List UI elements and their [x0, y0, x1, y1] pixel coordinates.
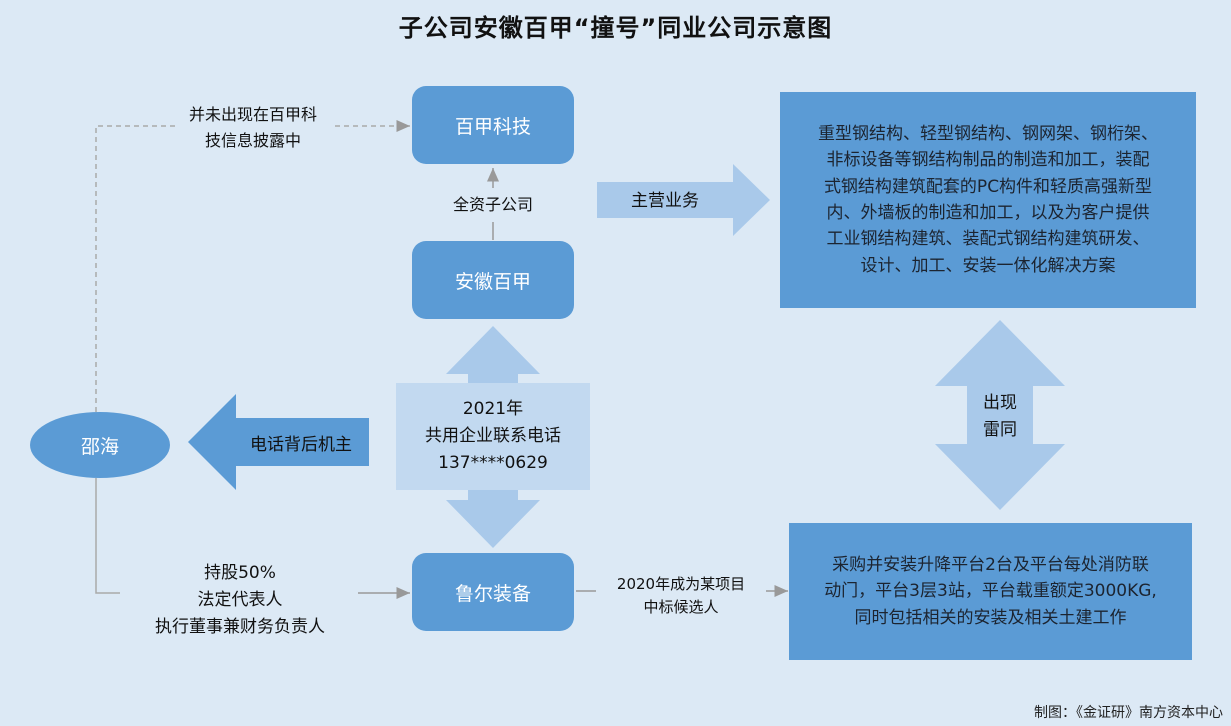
shared-phone-year: 2021年	[462, 398, 524, 419]
shared-phone-number: 137****0629	[438, 453, 548, 474]
node-luer-equipment: 鲁尔装备	[412, 553, 574, 631]
shared-phone-desc: 共用企业联系电话	[425, 425, 561, 446]
main-business-label: 主营业务	[631, 191, 699, 211]
phone-owner-arrow	[188, 394, 369, 490]
credit-text: 制图：《金证研》南方资本中心	[1034, 705, 1223, 721]
node-anhui-baijia: 安徽百甲	[412, 241, 574, 319]
bid-label: 2020年成为某项目 中标候选人	[596, 573, 766, 618]
wholly-owned-label: 全资子公司	[433, 192, 553, 218]
node-baijia-tech: 百甲科技	[412, 86, 574, 164]
not-disclosed-label: 并未出现在百甲科 技信息披露中	[188, 105, 317, 150]
node-shaohai: 邵海	[30, 412, 170, 478]
similar-label: 出现 雷同	[983, 393, 1017, 441]
dashed-connector	[95, 125, 175, 412]
main-business-arrow	[597, 164, 770, 236]
similar-double-arrow	[935, 320, 1065, 510]
shaohai-down-line	[95, 478, 120, 594]
holding-label: 持股50% 法定代表人 执行董事兼财务负责人	[155, 563, 325, 638]
phone-owner-label: 电话背后机主	[250, 435, 352, 455]
shared-phone-box: 2021年 共用企业联系电话 137****0629	[396, 383, 590, 490]
diagram-title: 子公司安徽百甲“撞号”同业公司示意图	[398, 14, 833, 42]
project-scope-box: 采购并安装升降平台2台及平台每处消防联 动门，平台3层3站，平台载重额定3000…	[789, 523, 1192, 660]
business-scope-box: 重型钢结构、轻型钢结构、钢网架、钢桁架、 非标设备等钢结构制品的制造和加工，装配…	[780, 92, 1196, 308]
